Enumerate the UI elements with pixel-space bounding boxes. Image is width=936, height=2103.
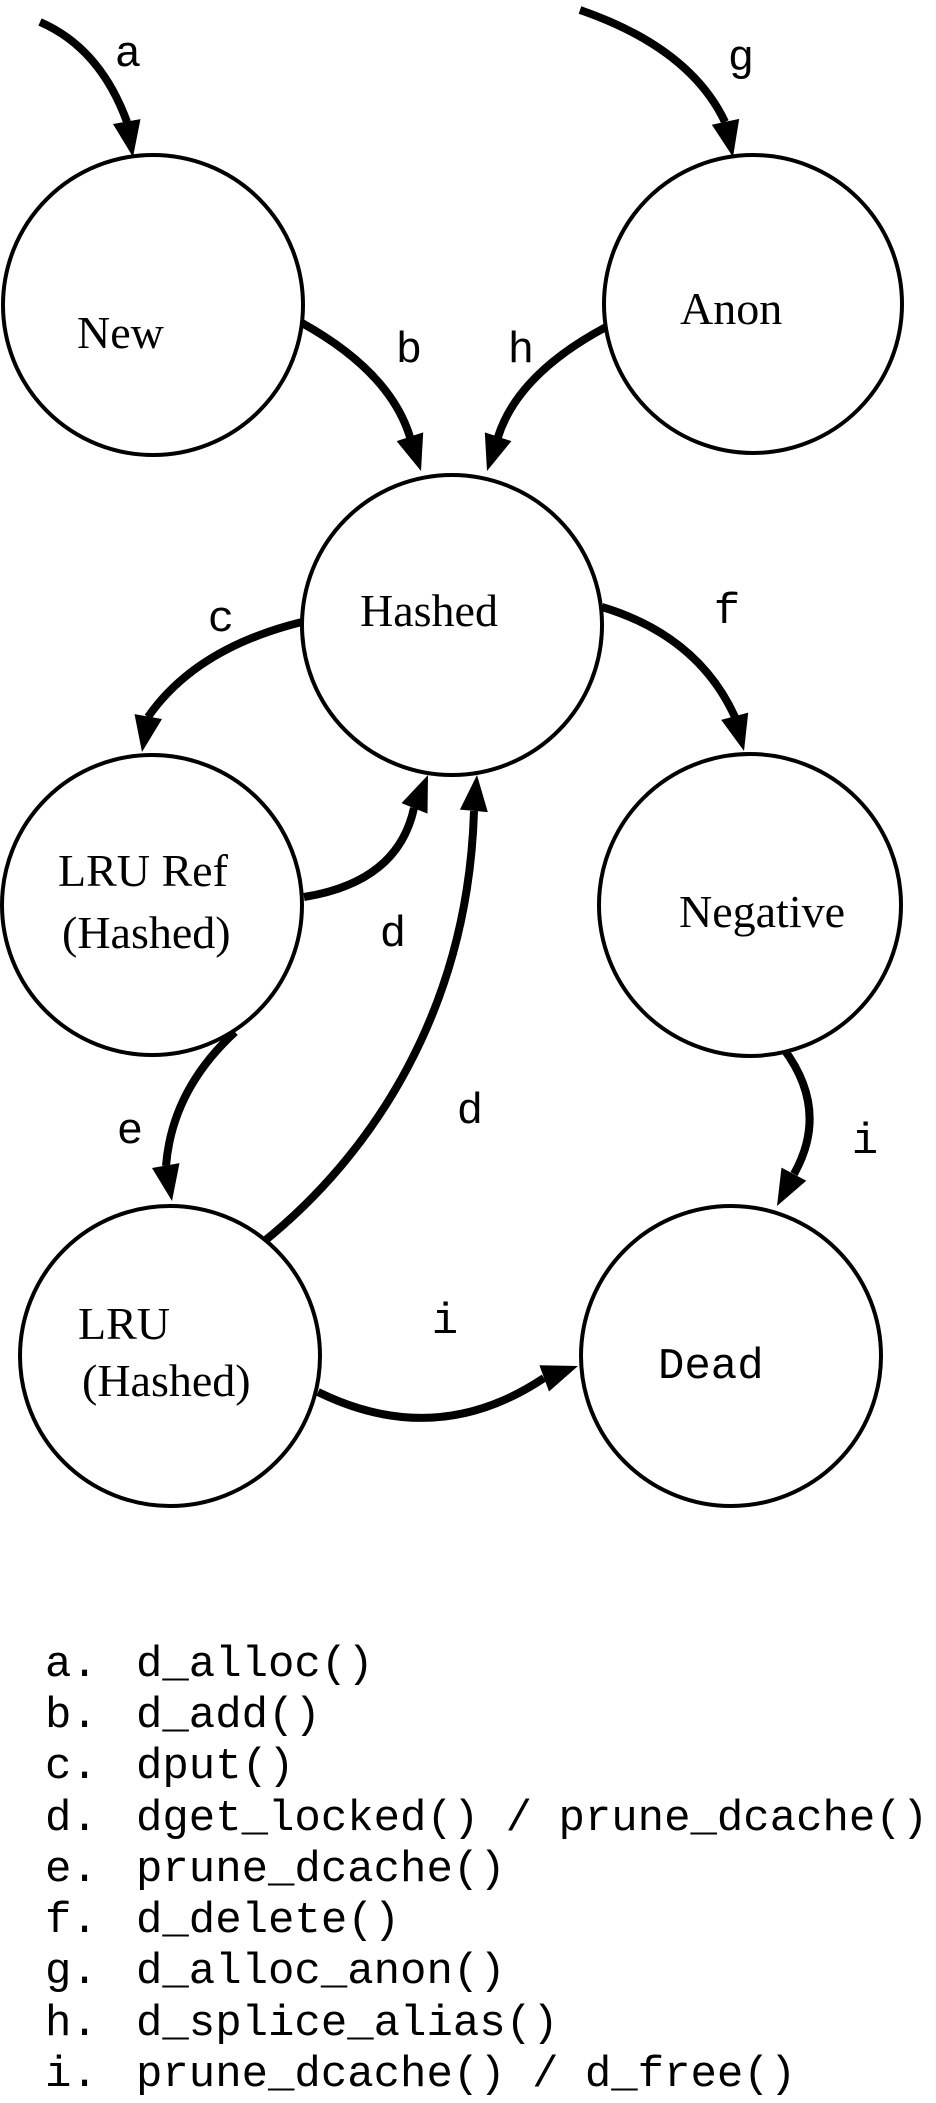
arrowhead-icon-c xyxy=(134,714,162,752)
legend-letter: e. xyxy=(45,1845,98,1895)
transition-label-h: h xyxy=(508,326,534,376)
legend-letter: c. xyxy=(45,1742,98,1792)
legend-function-name: d_add() xyxy=(136,1691,321,1741)
legend-function-name: prune_dcache() xyxy=(136,1845,506,1895)
transition-label-f: f xyxy=(714,587,740,637)
legend-function-name: dput() xyxy=(136,1742,294,1792)
state-node-hashed xyxy=(300,473,604,777)
arrowhead-icon-h xyxy=(484,432,512,471)
legend-item-f: f. d_delete() xyxy=(45,1896,400,1946)
transition-label-c: c xyxy=(208,595,234,645)
transition-arrow-i1 xyxy=(779,1045,814,1176)
state-node-lru xyxy=(18,1204,322,1508)
arrowhead-icon-b xyxy=(396,432,424,471)
arrowhead-icon-d2 xyxy=(459,775,488,813)
state-label-negative: Negative xyxy=(679,886,845,937)
state-node-anon xyxy=(602,153,904,455)
legend-letter: d. xyxy=(45,1794,98,1844)
transition-label-g: g xyxy=(728,34,754,84)
state-label-dead: Dead xyxy=(658,1342,764,1392)
state-node-dead xyxy=(579,1204,883,1508)
legend-function-name: d_delete() xyxy=(136,1896,400,1946)
arrowhead-icon-d1 xyxy=(401,775,428,814)
legend-layer: a. d_alloc() b. d_add() c. dput() d. dget_locke… xyxy=(45,1640,928,2100)
transition-arrow-a xyxy=(38,18,131,124)
transition-label-d2: d xyxy=(457,1087,483,1137)
transition-arrow-d1 xyxy=(303,807,418,901)
state-label-lru-line1: LRU xyxy=(78,1298,170,1349)
arrowhead-icon-i1 xyxy=(777,1167,807,1206)
legend-item-b: b. d_add() xyxy=(45,1691,321,1741)
transition-arrow-g xyxy=(578,6,729,124)
transition-label-i1: i xyxy=(852,1117,878,1167)
legend-letter: b. xyxy=(45,1691,98,1741)
state-label-lru-line2: (Hashed) xyxy=(82,1355,251,1406)
transition-label-b: b xyxy=(396,326,422,376)
legend-letter: h. xyxy=(45,1999,98,2049)
arrowhead-icon-f xyxy=(721,712,749,751)
transition-arrow-f xyxy=(600,603,739,719)
legend-item-d: d. dget_locked() / prune_dcache() xyxy=(45,1794,928,1844)
transition-arrow-b xyxy=(300,319,414,439)
legend-item-i: i. prune_dcache() / d_free() xyxy=(45,2050,796,2100)
state-label-new: New xyxy=(77,307,165,358)
transition-label-i2: i xyxy=(432,1297,458,1347)
state-label-hashed: Hashed xyxy=(360,585,498,636)
transition-label-a: a xyxy=(115,30,141,80)
legend-item-a: a. d_alloc() xyxy=(45,1640,374,1690)
transition-arrows-layer xyxy=(38,6,814,1422)
transition-arrow-i2 xyxy=(316,1374,547,1422)
state-node-negative xyxy=(597,752,903,1058)
transition-arrow-c xyxy=(144,618,303,720)
legend-item-h: h. d_splice_alias() xyxy=(45,1999,558,2049)
transition-arrow-h xyxy=(494,323,608,439)
state-node-new xyxy=(1,153,305,457)
arrowhead-icon-g xyxy=(711,118,740,157)
transition-arrow-d2 xyxy=(259,810,478,1247)
legend-letter: g. xyxy=(45,1947,98,1997)
state-label-anon: Anon xyxy=(680,283,782,334)
arrowhead-icon-a xyxy=(113,119,141,157)
legend-function-name: d_alloc() xyxy=(136,1640,374,1690)
state-label-lru-ref-line2: (Hashed) xyxy=(62,907,231,958)
arrowhead-icon-i2 xyxy=(539,1365,578,1392)
legend-function-name: d_splice_alias() xyxy=(136,1999,558,2049)
legend-function-name: dget_locked() / prune_dcache() xyxy=(136,1794,928,1844)
transition-label-d1: d xyxy=(380,910,406,960)
legend-item-g: g. d_alloc_anon() xyxy=(45,1947,506,1997)
transition-label-e: e xyxy=(117,1107,143,1157)
transition-arrow-e xyxy=(162,1029,238,1167)
state-node-lru-ref xyxy=(0,753,304,1057)
legend-letter: i. xyxy=(45,2050,98,2100)
legend-letter: a. xyxy=(45,1640,98,1690)
state-label-lru-ref-line1: LRU Ref xyxy=(58,845,229,896)
state-nodes-layer xyxy=(0,153,904,1508)
legend-letter: f. xyxy=(45,1896,98,1946)
arrowhead-icon-e xyxy=(152,1163,180,1201)
legend-function-name: prune_dcache() / d_free() xyxy=(136,2050,796,2100)
legend-item-c: c. dput() xyxy=(45,1742,294,1792)
legend-function-name: d_alloc_anon() xyxy=(136,1947,506,1997)
legend-item-e: e. prune_dcache() xyxy=(45,1845,506,1895)
